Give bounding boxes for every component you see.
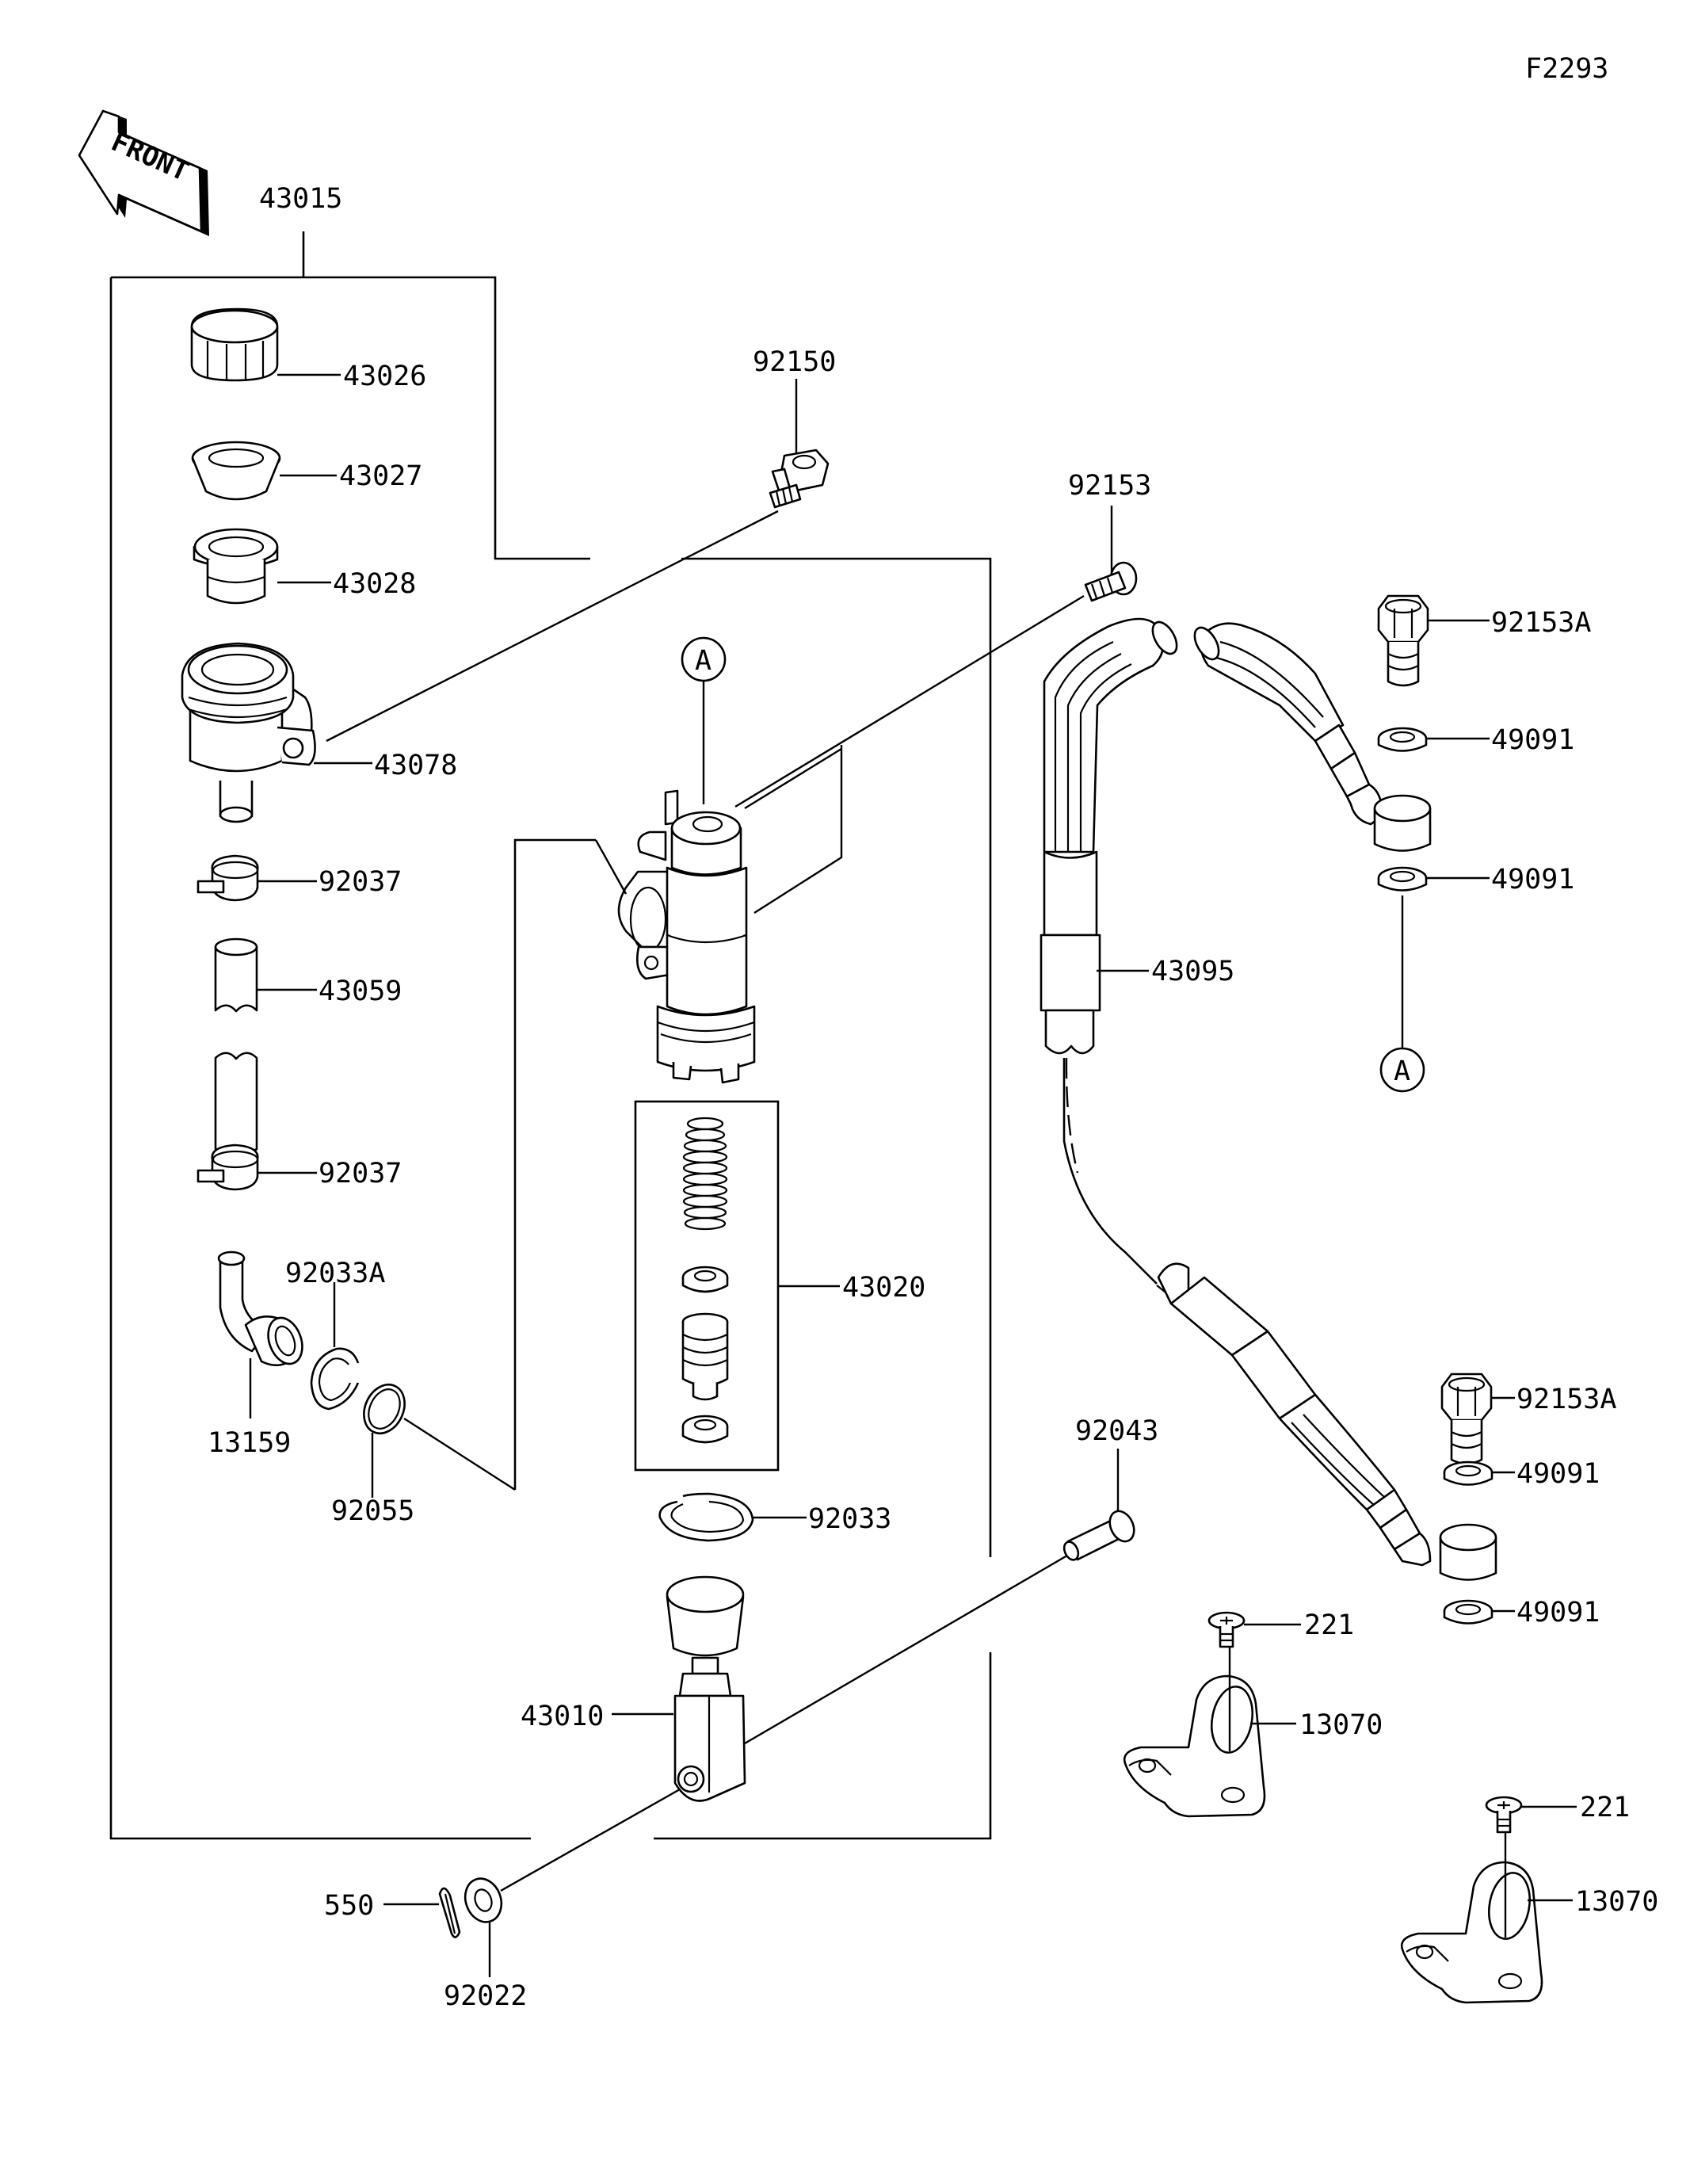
label-92037-lower: 92037 <box>319 1158 402 1189</box>
label-43095: 43095 <box>1151 956 1234 987</box>
figure-code: F2293 <box>1525 53 1608 85</box>
label-92153: 92153 <box>1068 470 1151 502</box>
label-43028: 43028 <box>333 568 416 600</box>
banjo-bolt-part-upper <box>1377 594 1429 687</box>
washer-part-upper-2 <box>1377 866 1428 892</box>
circlip-part-a <box>310 1347 360 1411</box>
label-221-upper: 221 <box>1304 1609 1354 1641</box>
brake-hose-part <box>1040 617 1432 1567</box>
diaphragm-plate-part <box>191 441 281 501</box>
piston-part <box>681 1312 729 1401</box>
secondary-cup-part <box>681 1415 729 1444</box>
label-43027: 43027 <box>339 460 422 492</box>
label-221-lower: 221 <box>1580 1792 1630 1823</box>
label-43010: 43010 <box>521 1701 604 1732</box>
reservoir-cap-part <box>190 307 279 382</box>
callout-a-top: A <box>681 636 727 682</box>
label-92055: 92055 <box>331 1495 414 1527</box>
assembly-outline-43015 <box>109 231 992 1840</box>
label-49091-upper-2: 49091 <box>1491 864 1574 895</box>
label-13159: 13159 <box>208 1427 291 1459</box>
push-rod-part <box>666 1575 746 1802</box>
circlip-part <box>658 1492 754 1542</box>
label-92022: 92022 <box>444 1980 527 2012</box>
label-13070-upper: 13070 <box>1299 1709 1383 1741</box>
label-92153A-lower: 92153A <box>1516 1384 1616 1415</box>
screw-part-lower <box>1485 1796 1523 1834</box>
washer-part-lower-2 <box>1443 1599 1494 1625</box>
banjo-bolt-part-lower <box>1440 1373 1493 1465</box>
label-43020: 43020 <box>842 1272 925 1304</box>
svg-text:A: A <box>1394 1056 1410 1087</box>
label-92043: 92043 <box>1075 1415 1158 1447</box>
label-92150: 92150 <box>753 346 836 378</box>
hose-holder-part-lower <box>1400 1861 1543 2004</box>
label-49091-lower-1: 49091 <box>1516 1458 1600 1490</box>
label-43078: 43078 <box>374 750 457 781</box>
master-cylinder-body-part <box>617 789 756 1084</box>
label-92037-upper: 92037 <box>319 866 402 898</box>
label-43059: 43059 <box>319 976 402 1007</box>
bolt-part-92150 <box>769 449 830 509</box>
reservoir-hose-part <box>214 937 258 1158</box>
clevis-pin-part <box>1062 1510 1135 1561</box>
banjo-fitting-lower <box>1439 1523 1497 1581</box>
washer-part-lower-1 <box>1443 1460 1494 1486</box>
primary-cup-part <box>681 1266 729 1293</box>
svg-text:A: A <box>695 645 711 677</box>
bolt-part-92153 <box>1084 561 1138 602</box>
cotter-pin-part <box>438 1887 461 1938</box>
hose-clamp-part-lower <box>196 1144 259 1191</box>
label-43015: 43015 <box>259 183 342 215</box>
washer-part-92022 <box>464 1877 503 1923</box>
hose-holder-part-upper <box>1123 1674 1266 1818</box>
o-ring-part <box>363 1383 406 1435</box>
label-43026: 43026 <box>343 361 426 392</box>
hose-clamp-part-upper <box>196 854 259 902</box>
label-49091-lower-2: 49091 <box>1516 1597 1600 1628</box>
diaphragm-part <box>193 528 279 605</box>
front-arrow-icon: FRONT <box>78 109 209 236</box>
label-92033: 92033 <box>808 1503 891 1535</box>
label-13070-lower: 13070 <box>1575 1886 1658 1918</box>
washer-part-upper-1 <box>1377 727 1428 752</box>
banjo-fitting-upper <box>1373 794 1432 852</box>
label-92153A-upper: 92153A <box>1491 607 1591 639</box>
screw-part-upper <box>1207 1611 1246 1648</box>
label-92033A: 92033A <box>285 1258 385 1289</box>
reservoir-part <box>181 642 316 823</box>
spring-part <box>682 1117 728 1231</box>
callout-a-right: A <box>1379 1047 1425 1093</box>
label-49091-upper-1: 49091 <box>1491 724 1574 756</box>
elbow-fitting-part <box>217 1250 303 1367</box>
label-550: 550 <box>324 1890 374 1922</box>
